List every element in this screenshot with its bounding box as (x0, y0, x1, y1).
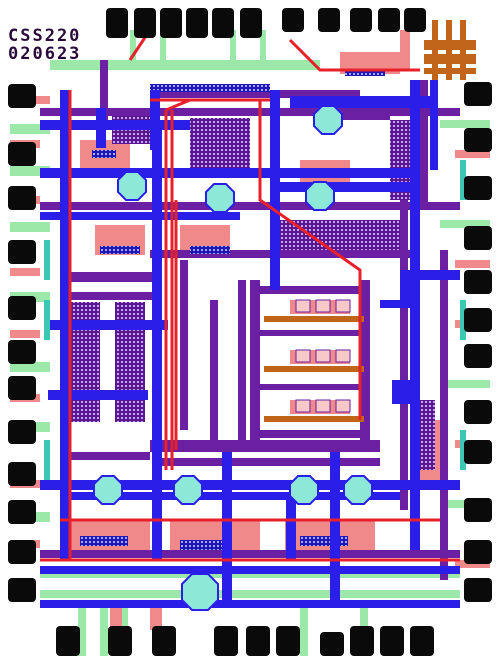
bond-pad (8, 186, 36, 210)
octagon-contact (117, 171, 147, 201)
bond-pad (464, 540, 492, 564)
bond-pad (464, 344, 492, 368)
octagon-contact (93, 475, 123, 505)
bond-pad (8, 578, 36, 602)
bond-pad (464, 128, 492, 152)
bond-pad (464, 82, 492, 106)
bond-pad (378, 8, 400, 32)
octagon-contact (343, 475, 373, 505)
octagon-contact (289, 475, 319, 505)
bond-pad (56, 626, 80, 656)
bond-pad (134, 8, 156, 38)
bond-pad (108, 626, 132, 656)
bond-pad (106, 8, 128, 38)
octagon-contact (305, 181, 335, 211)
bond-pad (214, 626, 238, 656)
bond-pad (350, 626, 374, 656)
bond-pad (282, 8, 304, 32)
bond-pad (8, 340, 36, 364)
octagon-contact (173, 475, 203, 505)
bond-pad (464, 226, 492, 250)
chip-name-label: CSS220 (8, 26, 82, 46)
bond-pad (276, 626, 300, 656)
bond-pad (152, 626, 176, 656)
bond-pad (246, 626, 270, 656)
bond-pad (8, 420, 36, 444)
bond-pad (8, 240, 36, 264)
bond-pad (464, 270, 492, 294)
bond-pad (8, 500, 36, 524)
bond-pad (8, 296, 36, 320)
octagon-contact (181, 573, 219, 611)
bond-pad (404, 8, 426, 32)
bond-pad (8, 142, 36, 166)
bond-pad (160, 8, 182, 38)
poly-layer (40, 29, 460, 562)
bond-pad (318, 8, 340, 32)
bond-pad (320, 632, 344, 656)
bond-pad (464, 498, 492, 522)
contact-octagons (93, 105, 373, 611)
bond-pad (8, 540, 36, 564)
bond-pad (8, 462, 36, 486)
bond-pad (8, 376, 36, 400)
teal-layer (44, 160, 466, 480)
bond-pad (464, 578, 492, 602)
bond-pad (186, 8, 208, 38)
bond-pad (380, 626, 404, 656)
bond-pad (350, 8, 372, 32)
bond-pad (464, 440, 492, 464)
bond-pads (8, 8, 492, 656)
bond-pad (464, 176, 492, 200)
bond-pad (464, 308, 492, 332)
bond-pad (410, 626, 434, 656)
transistor-cells (295, 299, 351, 413)
chip-date-label: 020623 (8, 44, 82, 64)
bond-pad (212, 8, 234, 38)
bond-pad (464, 400, 492, 424)
octagon-contact (205, 183, 235, 213)
orange-block (264, 20, 476, 422)
bond-pad (8, 84, 36, 108)
bond-pad (240, 8, 262, 38)
octagon-contact (313, 105, 343, 135)
